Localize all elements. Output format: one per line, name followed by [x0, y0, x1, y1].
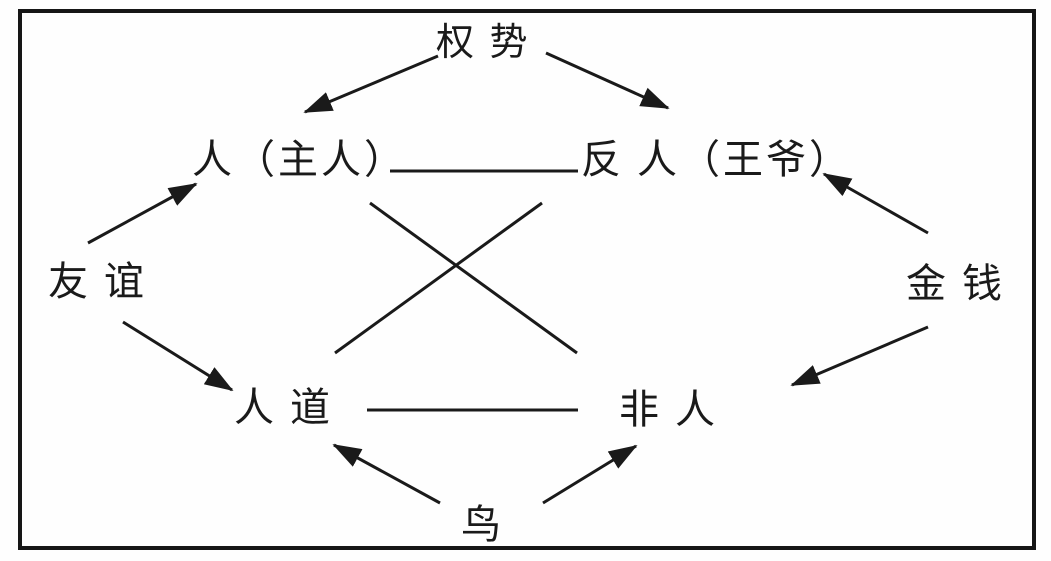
edge-power-to-anti-person-arrow	[545, 51, 670, 110]
edge-power-to-person-arrow	[303, 54, 439, 114]
node-money: 金 钱	[906, 261, 1005, 306]
node-friendship: 友 谊	[48, 259, 147, 304]
edge-money-to-anti-person-arrow	[822, 172, 929, 235]
node-person: 人（主人）	[192, 137, 407, 182]
diagram-border	[18, 9, 1036, 550]
edge-friendship-to-humanity-arrow	[122, 320, 234, 392]
node-non-person: 非 人	[619, 387, 718, 432]
edge-friendship-to-person-arrow	[87, 182, 198, 245]
node-humanity: 人 道	[234, 385, 333, 430]
node-power: 权 势	[436, 22, 531, 64]
edge-money-to-non-person-arrow	[790, 325, 929, 387]
node-bird: 鸟	[461, 502, 504, 547]
edge-bird-to-humanity-arrow	[332, 443, 441, 505]
edge-person-non-person-diagonal	[369, 201, 578, 355]
edge-anti-person-humanity-diagonal	[334, 201, 543, 355]
edge-bird-to-non-person-arrow	[542, 444, 638, 505]
node-anti-person: 反 人（王爷）	[581, 137, 852, 182]
